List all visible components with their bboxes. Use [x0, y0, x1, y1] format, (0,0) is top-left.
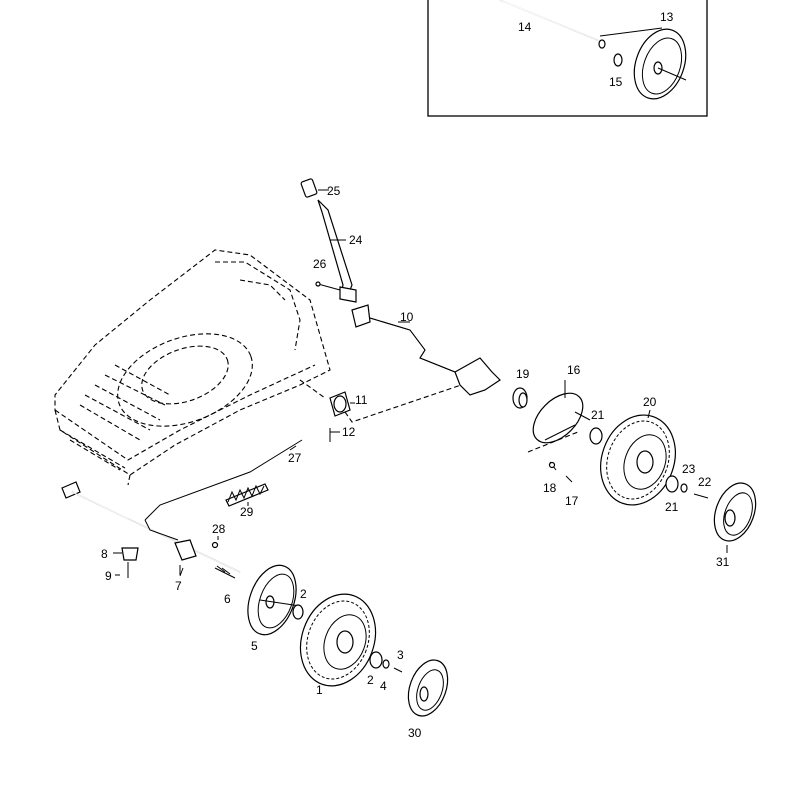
label-9: 9 — [105, 569, 112, 583]
label-30: 30 — [408, 726, 422, 740]
rear-hubcap — [713, 482, 757, 553]
label-2-inner: 2 — [300, 587, 307, 601]
label-15: 15 — [609, 75, 623, 89]
label-5: 5 — [251, 639, 258, 653]
label-22: 22 — [698, 475, 712, 489]
label-26: 26 — [313, 257, 327, 271]
drive-lever — [300, 178, 357, 303]
bracket-11 — [329, 391, 355, 442]
label-3: 3 — [397, 648, 404, 662]
mower-deck-outline — [54, 249, 331, 486]
label-11: 11 — [355, 393, 368, 407]
label-24: 24 — [349, 233, 363, 247]
label-27: 27 — [288, 451, 302, 465]
front-disc — [247, 564, 301, 636]
label-4: 4 — [380, 679, 387, 693]
label-23: 23 — [682, 462, 696, 476]
rear-wheel — [600, 414, 709, 506]
label-7: 7 — [175, 579, 182, 593]
front-hubcap — [407, 659, 449, 717]
label-31: 31 — [716, 555, 730, 569]
inset-wheel-disc — [633, 28, 687, 100]
front-wheel — [292, 593, 403, 687]
label-10: 10 — [400, 310, 414, 324]
label-20: 20 — [643, 395, 657, 409]
label-18: 18 — [543, 481, 557, 495]
label-1: 1 — [316, 683, 323, 697]
part-labels: 25 24 26 10 11 12 19 16 21 20 18 17 23 2… — [101, 184, 730, 740]
label-6: 6 — [224, 592, 231, 606]
label-16: 16 — [567, 363, 581, 377]
label-8: 8 — [101, 547, 108, 561]
inset-axle-rod — [499, 0, 606, 49]
rear-hub-parts — [512, 387, 603, 483]
label-14: 14 — [518, 20, 532, 34]
label-21-rear: 21 — [591, 408, 605, 422]
label-29: 29 — [240, 505, 254, 519]
label-12: 12 — [342, 425, 356, 439]
front-axle-assembly — [61, 439, 303, 579]
label-28: 28 — [212, 522, 226, 536]
label-21-hub: 21 — [665, 500, 679, 514]
label-13: 13 — [660, 10, 674, 24]
label-2-outer: 2 — [367, 673, 374, 687]
label-17: 17 — [565, 494, 579, 508]
leader-lines — [113, 380, 651, 577]
label-25: 25 — [327, 184, 341, 198]
inset-washer — [613, 53, 623, 67]
inset-detail: 14 13 15 — [427, 0, 708, 117]
dashed-connectors — [299, 379, 471, 423]
label-19: 19 — [516, 367, 530, 381]
control-rod — [351, 304, 501, 396]
